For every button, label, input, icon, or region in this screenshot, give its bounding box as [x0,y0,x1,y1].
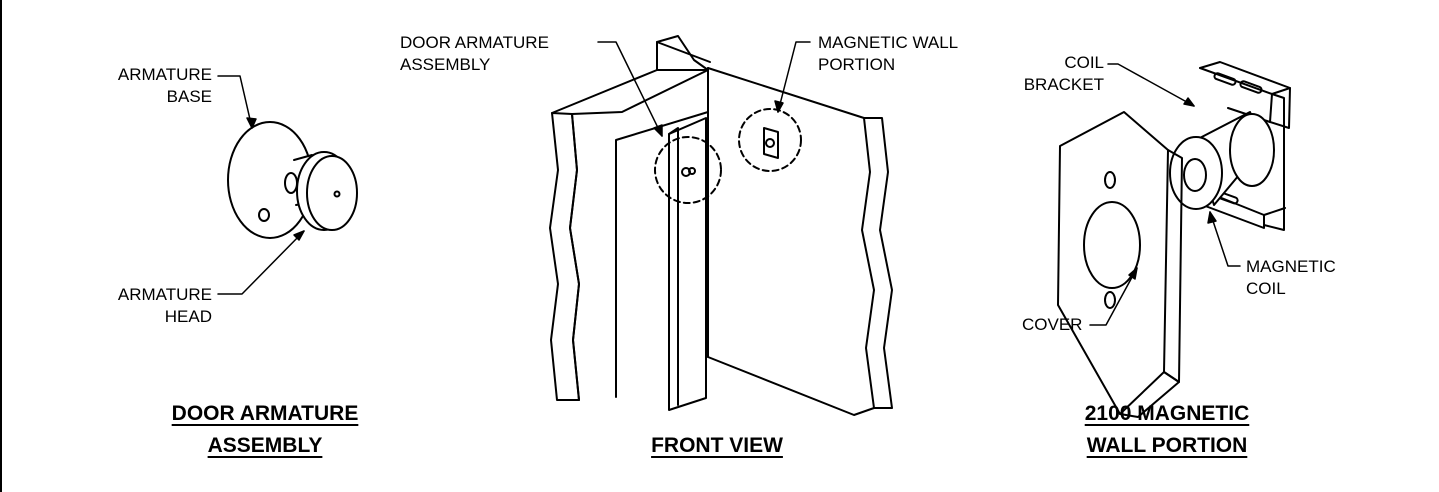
cover-plate [1057,111,1169,415]
door-leaf [668,117,707,411]
label-coil-bracket-line2: BRACKET [1023,75,1104,94]
label-armature-base-line1: ARMATURE [117,65,212,84]
label-magnetic-wall-line2: PORTION [818,55,896,74]
label-magnetic-coil: MAGNETIC COIL [1246,256,1336,300]
title-right-line2: WALL PORTION [1086,434,1248,457]
label-magnetic-wall-portion: MAGNETIC WALL PORTION [818,32,958,76]
label-armature-head-line2: HEAD [164,307,212,326]
label-magnetic-coil-line1: MAGNETIC [1246,257,1336,276]
label-armature-head-line1: ARMATURE [117,285,212,304]
label-cover: COVER [1022,315,1083,334]
label-door-armature-assembly: DOOR ARMATURE ASSEMBLY [400,32,549,76]
label-armature-base: ARMATURE BASE [72,64,212,108]
title-left-line2: ASSEMBLY [207,434,323,457]
center-leaders [597,41,811,137]
label-armature-head: ARMATURE HEAD [72,284,212,328]
wall-magnet [763,127,779,159]
label-armature-base-line2: BASE [166,87,212,106]
left-leaders [217,75,305,295]
front-view-illustration [549,35,893,416]
armature-head-hole [333,190,341,198]
cover-hole [1083,201,1141,289]
title-left-line1: DOOR ARMATURE [171,402,359,425]
title-right-line1: 2100 MAGNETIC [1084,402,1250,425]
title-front-view: FRONT VIEW [602,430,832,462]
label-door-armature-line2: ASSEMBLY [400,55,491,74]
magnetic-wall-illustration [1057,61,1291,418]
title-center: FRONT VIEW [651,434,783,457]
armature-base-hole [258,208,270,222]
label-door-armature-line1: DOOR ARMATURE [400,33,549,52]
door-detail-circle [654,136,722,204]
armature-illustration [227,121,358,239]
armature-head-face [306,155,358,231]
label-magnetic-wall-line1: MAGNETIC WALL [818,33,959,52]
coil-bracket [1199,67,1273,123]
magnetic-coil-face [1169,136,1223,210]
right-wall [707,67,875,416]
label-coil-bracket: COIL BRACKET [982,52,1104,96]
wall-detail-circle [738,108,802,172]
right-leaders [1089,63,1241,326]
label-coil-bracket-line1: COIL [1064,53,1104,72]
title-magnetic-wall-portion: 2100 MAGNETIC WALL PORTION [1052,398,1282,462]
label-magnetic-coil-line2: COIL [1246,279,1286,298]
title-door-armature-assembly: DOOR ARMATURE ASSEMBLY [150,398,380,462]
